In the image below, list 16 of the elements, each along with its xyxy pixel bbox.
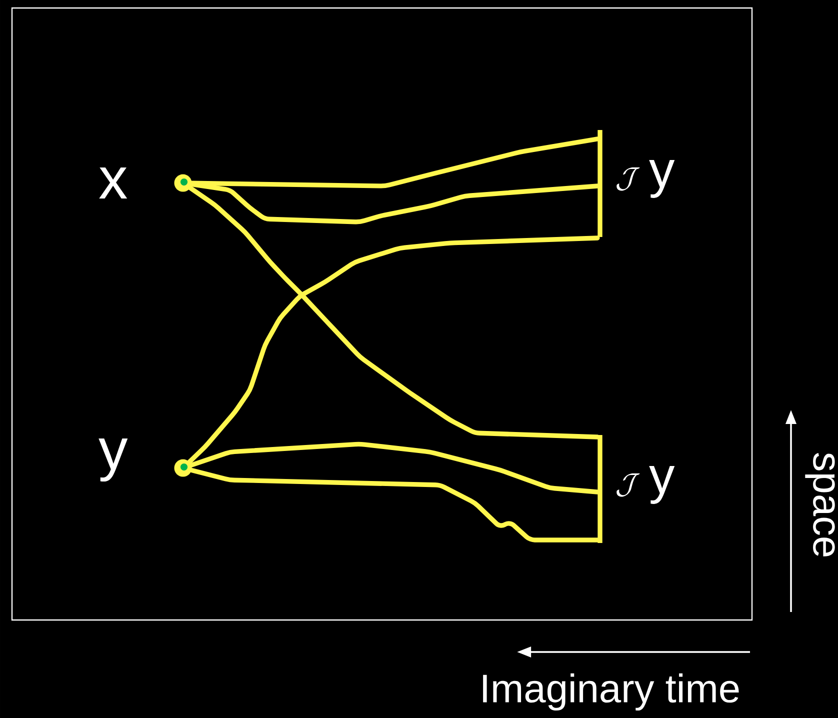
path-line <box>187 236 600 464</box>
point-dot <box>174 459 192 477</box>
point-label: x <box>99 168 128 198</box>
path-line <box>190 182 600 224</box>
bar <box>598 435 602 543</box>
axis-label: Imaginary time <box>483 673 739 711</box>
path-line <box>189 442 600 494</box>
path-line <box>189 468 600 542</box>
point-label: y <box>98 438 128 482</box>
path-line <box>190 136 600 188</box>
operator-label: $\mathcal{J}$ y <box>616 466 675 504</box>
operator-label: $\mathcal{J}$ y <box>616 160 675 198</box>
path-line <box>188 186 600 440</box>
axis-label: space <box>805 452 835 556</box>
point-dot <box>174 174 192 192</box>
bar <box>598 130 602 237</box>
